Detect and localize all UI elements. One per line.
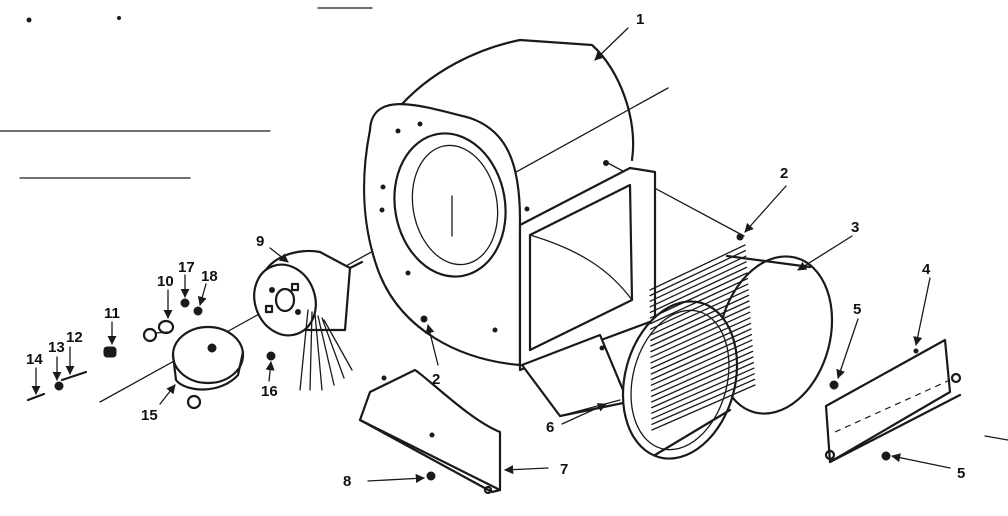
callout-2-top: 2 <box>780 165 788 182</box>
wheel-vane <box>650 322 752 370</box>
cutoff-plate <box>824 338 962 464</box>
wheel-vane <box>651 361 755 409</box>
wheel-vane <box>650 350 754 398</box>
wheel-vane <box>649 289 749 336</box>
callout-8: 8 <box>343 473 351 490</box>
wheel-vane <box>650 294 750 342</box>
callout-15: 15 <box>141 407 158 424</box>
wheel-vane <box>650 300 750 347</box>
wheel-vane <box>650 311 751 358</box>
wheel-vane <box>649 261 747 308</box>
part-2-screw <box>736 233 744 241</box>
callout-11: 11 <box>104 305 120 322</box>
part-8-screw <box>426 471 436 481</box>
wheel-vane <box>650 345 753 392</box>
wheel-vane <box>651 384 756 431</box>
wheel-vane <box>649 244 746 291</box>
wheel-vane <box>649 283 749 330</box>
wheel-vane <box>650 328 752 375</box>
wheel-vane <box>650 333 753 381</box>
part-5-screw-lower <box>881 451 891 461</box>
callout-13: 13 <box>48 339 65 356</box>
callout-1: 1 <box>636 11 644 28</box>
callout-10: 10 <box>157 273 174 290</box>
callout-14: 14 <box>26 351 43 368</box>
wheel-vane <box>649 255 747 302</box>
callout-2-bottom: 2 <box>432 371 440 388</box>
wheel-vane <box>649 266 748 314</box>
wheel-vane <box>650 356 754 403</box>
callout-6: 6 <box>546 419 554 436</box>
callout-5-top: 5 <box>853 301 861 318</box>
wheel-vanes <box>649 244 756 431</box>
leader-lines <box>31 27 951 483</box>
callout-17: 17 <box>178 259 195 276</box>
part-5-screw <box>829 380 839 390</box>
wheel-vane <box>650 317 751 364</box>
callout-3: 3 <box>851 219 859 236</box>
capacitor <box>142 325 245 410</box>
blower-housing <box>363 38 657 372</box>
wheel-vane <box>651 373 755 420</box>
callout-5-bottom: 5 <box>957 465 965 482</box>
hardware <box>26 233 891 481</box>
callout-16: 16 <box>261 383 278 400</box>
motor <box>253 249 364 391</box>
callout-12: 12 <box>66 329 83 346</box>
wheel-vane <box>650 305 751 353</box>
wheel-vane <box>649 272 748 319</box>
part-2-screw-lower <box>420 315 428 323</box>
wheel-vane <box>649 277 749 325</box>
part-18 <box>193 306 203 316</box>
wheel-vane <box>651 378 756 426</box>
wheel-vane <box>650 339 753 386</box>
blower-wheel <box>621 244 834 460</box>
scan-artifacts <box>0 7 1008 441</box>
part-13 <box>54 381 64 391</box>
callout-7: 7 <box>560 461 568 478</box>
part-14 <box>26 392 46 402</box>
part-12 <box>60 370 88 382</box>
part-11 <box>103 346 117 358</box>
callout-18: 18 <box>201 268 218 285</box>
wheel-vane <box>651 367 755 414</box>
bracket-7 <box>358 368 502 495</box>
wheel-vane <box>649 249 747 297</box>
callout-4: 4 <box>922 261 931 278</box>
part-16 <box>266 351 276 361</box>
callout-9: 9 <box>256 233 264 250</box>
part-17 <box>180 298 190 308</box>
callout-labels: 1 2 2 3 4 5 5 6 7 8 9 10 11 12 13 14 15 … <box>26 11 965 490</box>
part-10 <box>157 319 175 335</box>
